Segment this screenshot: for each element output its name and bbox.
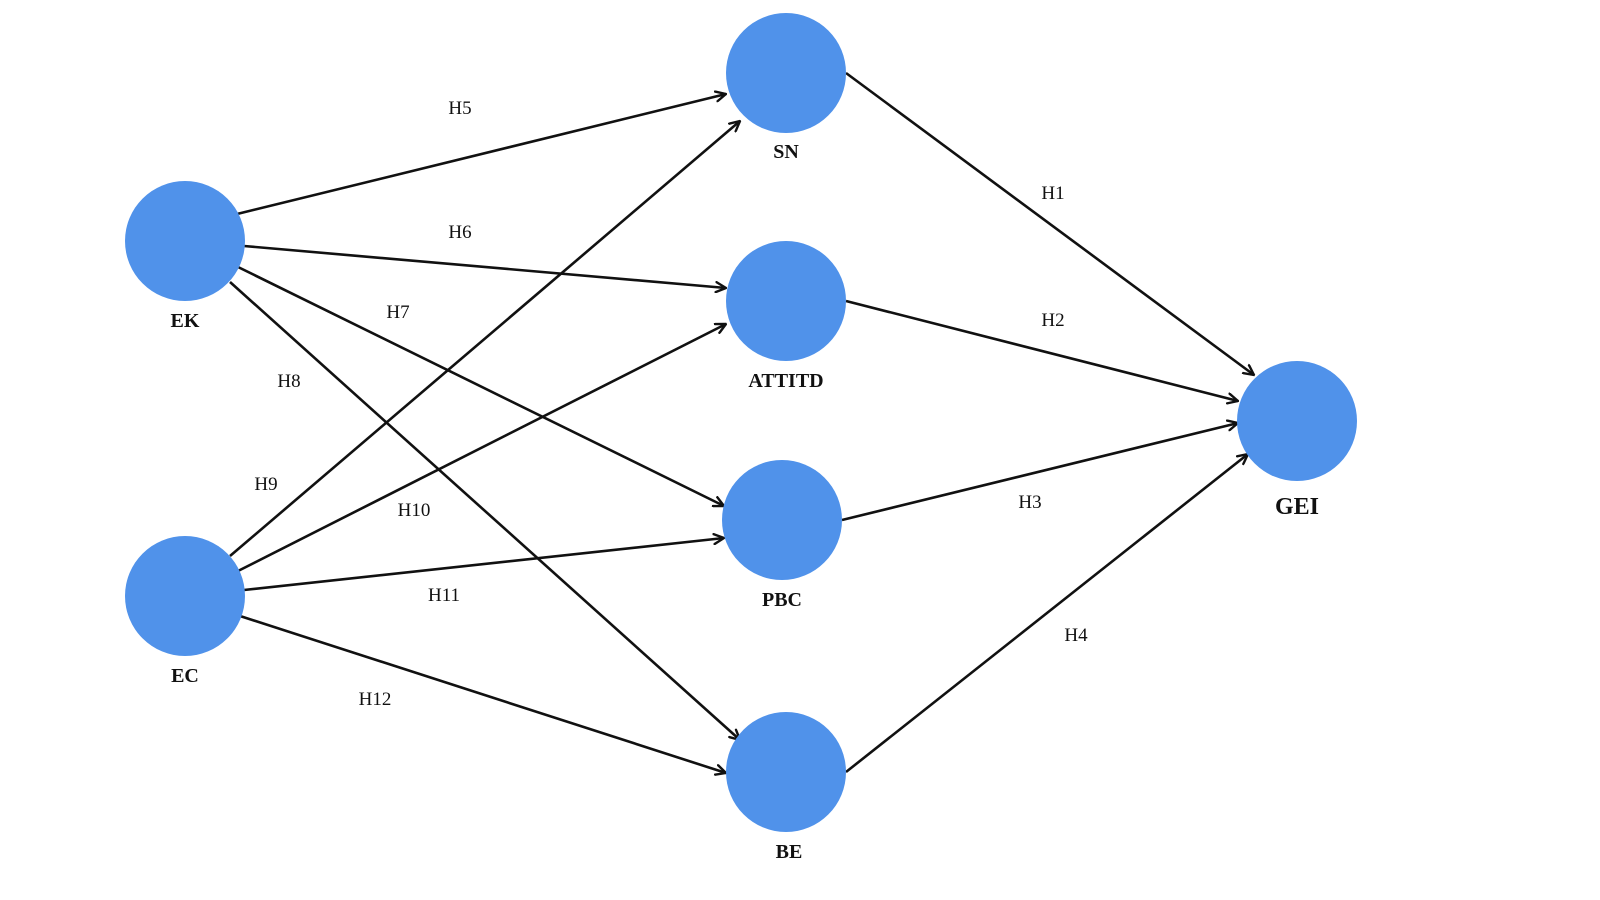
edge-label-h9: H9 <box>254 474 277 495</box>
edge-ek-attitd <box>243 244 726 288</box>
edge-sn-gei <box>845 71 1254 375</box>
node-label-gei: GEI <box>1275 494 1319 520</box>
nodes <box>125 13 1357 832</box>
node-pbc <box>722 460 842 580</box>
node-ek <box>125 181 245 301</box>
edges <box>229 71 1254 774</box>
edge-label-h7: H7 <box>386 302 409 323</box>
node-sn <box>726 13 846 133</box>
edge-labels: H1 H2 H3 H4 H5 H6 H7 H8 H9 H10 H11 H12 <box>254 98 1088 710</box>
edge-ek-sn <box>236 94 726 216</box>
node-label-ek: EK <box>171 310 200 332</box>
node-ec <box>125 536 245 656</box>
node-attitd <box>726 241 846 361</box>
edge-attitd-gei <box>845 299 1238 401</box>
edge-ec-sn <box>229 121 740 557</box>
edge-label-h4: H4 <box>1064 625 1088 646</box>
edge-label-h10: H10 <box>398 500 431 521</box>
node-label-ec: EC <box>171 665 199 687</box>
edge-be-gei <box>845 454 1248 774</box>
edge-label-h5: H5 <box>448 98 471 119</box>
edge-label-h11: H11 <box>428 585 460 606</box>
node-label-be: BE <box>776 841 803 863</box>
edge-label-h2: H2 <box>1041 310 1064 331</box>
node-label-pbc: PBC <box>762 589 802 611</box>
edge-label-h3: H3 <box>1018 492 1041 513</box>
edge-label-h12: H12 <box>359 689 392 710</box>
edge-ek-be <box>229 281 740 740</box>
node-labels: EK EC SN ATTITD PBC BE GEI <box>171 141 1319 863</box>
node-label-attitd: ATTITD <box>748 370 823 392</box>
edge-label-h6: H6 <box>448 222 471 243</box>
edge-ec-be <box>239 614 726 773</box>
edge-ec-attitd <box>237 324 726 573</box>
edge-label-h1: H1 <box>1041 183 1064 204</box>
edge-ec-pbc <box>243 538 724 592</box>
node-gei <box>1237 361 1357 481</box>
edge-pbc-gei <box>841 423 1238 522</box>
edge-ek-pbc <box>237 265 724 506</box>
edge-label-h8: H8 <box>277 371 300 392</box>
node-be <box>726 712 846 832</box>
node-label-sn: SN <box>773 141 799 163</box>
